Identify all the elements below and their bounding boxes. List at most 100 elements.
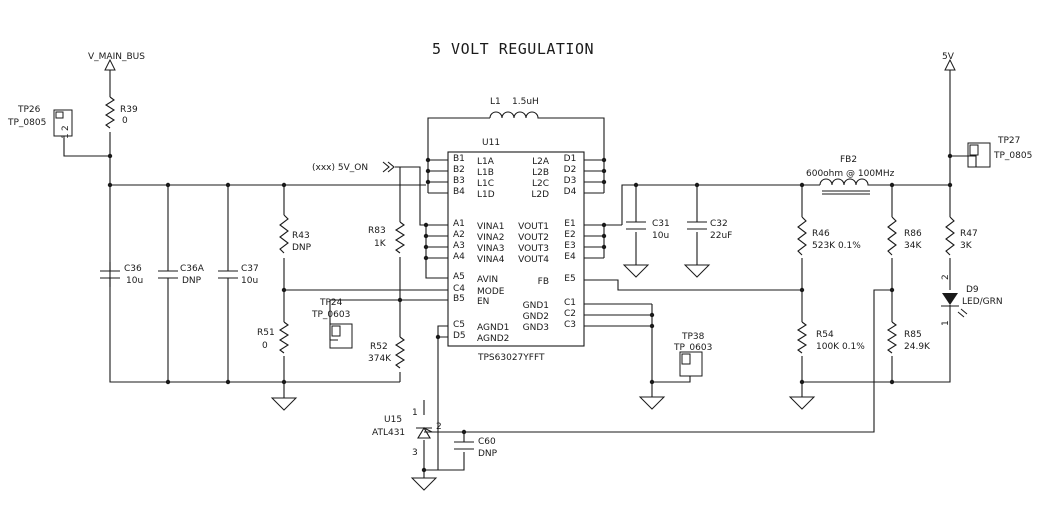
label-u11-part: TPS63027YFFT [477, 353, 545, 363]
pin-name-left: VINA4 [477, 255, 505, 265]
pin-number-right: E2 [564, 230, 575, 240]
pin-number-right: C1 [564, 298, 576, 308]
resistor-r39 [104, 96, 116, 129]
led-d9 [941, 293, 968, 330]
label-d9-pin1: 1 [941, 320, 951, 326]
label-l1-val: 1.5uH [512, 97, 539, 107]
capacitor-c32 [687, 221, 707, 230]
label-u15-pin1: 1 [412, 408, 418, 418]
pin-name-right: L2B [532, 168, 549, 178]
pin-number-left: B5 [453, 294, 465, 304]
pin-number-right: D3 [564, 176, 577, 186]
pin-name-left: VINA1 [477, 222, 504, 232]
pin-name-right: VOUT4 [518, 255, 549, 265]
label-r54: R54 [816, 330, 834, 340]
label-c37-val: 10u [241, 276, 258, 286]
label-c37: C37 [241, 264, 259, 274]
pin-number-left: A5 [453, 272, 465, 282]
label-r51: R51 [257, 328, 275, 338]
label-r83-val: 1K [374, 239, 387, 249]
pin-number-left: B3 [453, 176, 465, 186]
label-c32-val: 22uF [710, 231, 732, 241]
label-5v-on: (xxx) 5V_ON [312, 163, 368, 173]
label-c36a: C36A [180, 264, 205, 274]
testpoint-tp38 [679, 351, 703, 377]
capacitors [100, 221, 707, 450]
pin-number-left: B2 [453, 165, 465, 175]
label-tp38: TP38 [681, 332, 705, 342]
pin-number-right: C3 [564, 320, 576, 330]
pin-number-left: A1 [453, 219, 465, 229]
label-c36: C36 [124, 264, 142, 274]
pin-name-right: VOUT3 [518, 244, 549, 254]
label-d9-val: LED/GRN [962, 297, 1003, 307]
text-labels: V_MAIN_BUS 5V TP26 TP_0805 1 2 R39 0 L1 … [7, 52, 1032, 459]
ground-symbols [270, 264, 816, 491]
label-c60-val: DNP [478, 449, 498, 459]
pin-name-right: L2C [532, 179, 549, 189]
label-c36-val: 10u [126, 276, 143, 286]
testpoint-tp27 [967, 142, 991, 168]
label-d9: D9 [966, 285, 979, 295]
pin-name-right: GND3 [523, 323, 549, 333]
inductor-l1 [489, 111, 540, 119]
pin-name-right: L2A [532, 157, 550, 167]
offpage-connector-5v-on [382, 161, 395, 173]
pin-name-left: AVIN [477, 275, 498, 285]
pin-name-left: VINA2 [477, 233, 504, 243]
label-r51-val: 0 [262, 341, 268, 351]
label-v-main-bus: V_MAIN_BUS [88, 52, 145, 62]
pin-name-right: VOUT2 [518, 233, 549, 243]
pin-name-left: AGND2 [477, 334, 509, 344]
resistor-r51 [278, 321, 290, 354]
pin-name-left: L1C [477, 179, 494, 189]
label-r85-val: 24.9K [904, 342, 931, 352]
label-u15-pin2: 2 [436, 422, 442, 432]
label-fb2-val: 600ohm @ 100MHz [806, 169, 895, 179]
ferrite-fb2 [819, 178, 872, 195]
capacitor-c36 [100, 262, 120, 287]
label-u15-val: ATL431 [372, 428, 405, 438]
pin-number-right: E4 [564, 252, 576, 262]
power-flag-5v [944, 58, 956, 71]
label-tp27-pkg: TP_0805 [993, 151, 1032, 161]
label-c32: C32 [710, 219, 728, 229]
pin-name-left: EN [477, 297, 489, 307]
label-c60: C60 [478, 437, 496, 447]
label-tp26-pkg: TP_0805 [7, 118, 46, 128]
resistor-r46 [797, 216, 807, 256]
testpoint-tp24 [329, 323, 353, 349]
pin-number-right: E3 [564, 241, 575, 251]
pin-name-left: L1B [477, 168, 494, 178]
ic-u11-body [447, 151, 585, 347]
label-tp27: TP27 [997, 136, 1020, 146]
label-r46: R46 [812, 229, 830, 239]
junctions [107, 153, 953, 473]
pin-number-left: A2 [453, 230, 465, 240]
capacitor-c31 [626, 221, 646, 230]
resistor-r86 [887, 216, 897, 256]
label-r43-val: DNP [292, 243, 312, 253]
label-c36a-val: DNP [182, 276, 202, 286]
label-l1: L1 [490, 97, 501, 107]
pin-number-left: D5 [453, 331, 466, 341]
label-r83: R83 [368, 226, 386, 236]
resistor-r54 [796, 321, 808, 354]
pin-number-left: B1 [453, 154, 465, 164]
label-r54-val: 100K 0.1% [816, 342, 865, 352]
label-tp26-pin2: 2 [61, 125, 71, 131]
label-d9-pin2: 2 [941, 274, 951, 280]
pin-number-left: C4 [453, 284, 465, 294]
pin-name-right: FB [538, 277, 549, 287]
label-r86-val: 34K [904, 241, 922, 251]
pin-name-right: L2D [531, 190, 549, 200]
resistor-r47 [945, 216, 955, 256]
label-r43: R43 [292, 231, 310, 241]
power-flag-vmain [104, 58, 116, 71]
label-r85: R85 [904, 330, 922, 340]
label-tp24: TP24 [319, 298, 343, 308]
wires [63, 70, 977, 478]
resistor-r52 [394, 336, 406, 369]
